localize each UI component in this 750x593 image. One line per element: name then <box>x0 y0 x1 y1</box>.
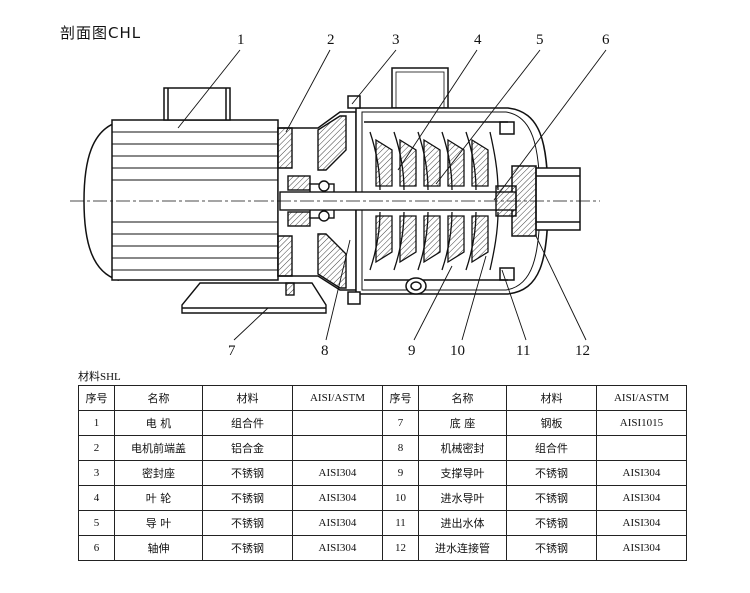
callout-1: 1 <box>237 32 245 48</box>
table-cell: 9 <box>382 460 419 486</box>
table-cell: AISI304 <box>292 485 383 511</box>
table-cell: 不锈钢 <box>506 535 597 561</box>
table-cell: 不锈钢 <box>202 510 293 536</box>
table-cell: AISI304 <box>292 460 383 486</box>
table-cell: 11 <box>382 510 419 536</box>
table-cell <box>292 410 383 436</box>
header-no: 序号 <box>78 385 115 411</box>
table-cell: 叶 轮 <box>114 485 203 511</box>
pump-cross-section-diagram: 1 2 3 4 5 6 7 8 9 10 11 12 <box>70 32 610 359</box>
callout-11: 11 <box>516 343 530 359</box>
table-cell: 5 <box>78 510 115 536</box>
table-cell: 电 机 <box>114 410 203 436</box>
callout-12: 12 <box>575 343 590 359</box>
materials-caption: 材料SHL <box>78 371 121 383</box>
table-cell: AISI304 <box>596 535 687 561</box>
table-header-row: 序号 名称 材料 AISI/ASTM 序号 名称 材料 AISI/ASTM <box>78 385 687 411</box>
table-cell: AISI304 <box>596 485 687 511</box>
table-cell: 组合件 <box>506 435 597 461</box>
callout-4: 4 <box>474 32 482 48</box>
table-cell: 不锈钢 <box>202 460 293 486</box>
table-cell: 进水导叶 <box>418 485 507 511</box>
header-no-2: 序号 <box>382 385 419 411</box>
table-cell: 不锈钢 <box>506 510 597 536</box>
table-row: 2 电机前端盖 铝合金 8 机械密封 组合件 <box>78 435 687 461</box>
table-cell: 不锈钢 <box>506 460 597 486</box>
table-row: 1 电 机 组合件 7 底 座 钢板 AISI1015 <box>78 410 687 436</box>
callout-10: 10 <box>450 343 465 359</box>
callout-7: 7 <box>228 343 236 359</box>
table-cell: 7 <box>382 410 419 436</box>
table-row: 5 导 叶 不锈钢 AISI304 11 进出水体 不锈钢 AISI304 <box>78 510 687 536</box>
callout-2: 2 <box>327 32 335 48</box>
table-cell: 组合件 <box>202 410 293 436</box>
diagram-title: 剖面图CHL <box>60 24 142 42</box>
materials-table: 序号 名称 材料 AISI/ASTM 序号 名称 材料 AISI/ASTM 1 … <box>78 385 687 561</box>
table-row: 3 密封座 不锈钢 AISI304 9 支撑导叶 不锈钢 AISI304 <box>78 460 687 486</box>
table-cell: AISI304 <box>596 460 687 486</box>
table-cell: 不锈钢 <box>202 535 293 561</box>
callout-3: 3 <box>392 32 400 48</box>
pump-base <box>181 282 327 314</box>
motor <box>83 87 279 282</box>
table-cell: 8 <box>382 435 419 461</box>
table-cell: 机械密封 <box>418 435 507 461</box>
table-cell: 铝合金 <box>202 435 293 461</box>
table-cell: 钢板 <box>506 410 597 436</box>
table-cell: AISI304 <box>292 535 383 561</box>
table-cell: 不锈钢 <box>202 485 293 511</box>
table-cell: 6 <box>78 535 115 561</box>
header-name-2: 名称 <box>418 385 507 411</box>
table-row: 6 轴伸 不锈钢 AISI304 12 进水连接管 不锈钢 AISI304 <box>78 535 687 561</box>
table-cell: AISI1015 <box>596 410 687 436</box>
table-cell: AISI304 <box>292 510 383 536</box>
leader-lines <box>177 49 607 341</box>
table-cell: 10 <box>382 485 419 511</box>
table-cell: 底 座 <box>418 410 507 436</box>
table-cell: 12 <box>382 535 419 561</box>
table-cell: 导 叶 <box>114 510 203 536</box>
impeller-stages <box>369 131 499 271</box>
table-cell: 进出水体 <box>418 510 507 536</box>
table-cell <box>292 435 383 461</box>
table-cell: 4 <box>78 485 115 511</box>
table-cell: 进水连接管 <box>418 535 507 561</box>
callout-labels: 1 2 3 4 5 6 7 8 9 10 11 12 <box>228 32 610 359</box>
table-cell: 1 <box>78 410 115 436</box>
table-cell: 密封座 <box>114 460 203 486</box>
header-material-2: 材料 <box>506 385 597 411</box>
callout-9: 9 <box>408 343 416 359</box>
table-row: 4 叶 轮 不锈钢 AISI304 10 进水导叶 不锈钢 AISI304 <box>78 485 687 511</box>
table-cell: 电机前端盖 <box>114 435 203 461</box>
table-cell <box>596 435 687 461</box>
header-material: 材料 <box>202 385 293 411</box>
table-cell: AISI304 <box>596 510 687 536</box>
table-cell: 轴伸 <box>114 535 203 561</box>
callout-5: 5 <box>536 32 544 48</box>
callout-6: 6 <box>602 32 610 48</box>
header-aisi: AISI/ASTM <box>292 385 383 411</box>
table-cell: 支撑导叶 <box>418 460 507 486</box>
callout-8: 8 <box>321 343 329 359</box>
header-aisi-2: AISI/ASTM <box>596 385 687 411</box>
table-cell: 2 <box>78 435 115 461</box>
table-cell: 不锈钢 <box>506 485 597 511</box>
table-cell: 3 <box>78 460 115 486</box>
header-name: 名称 <box>114 385 203 411</box>
